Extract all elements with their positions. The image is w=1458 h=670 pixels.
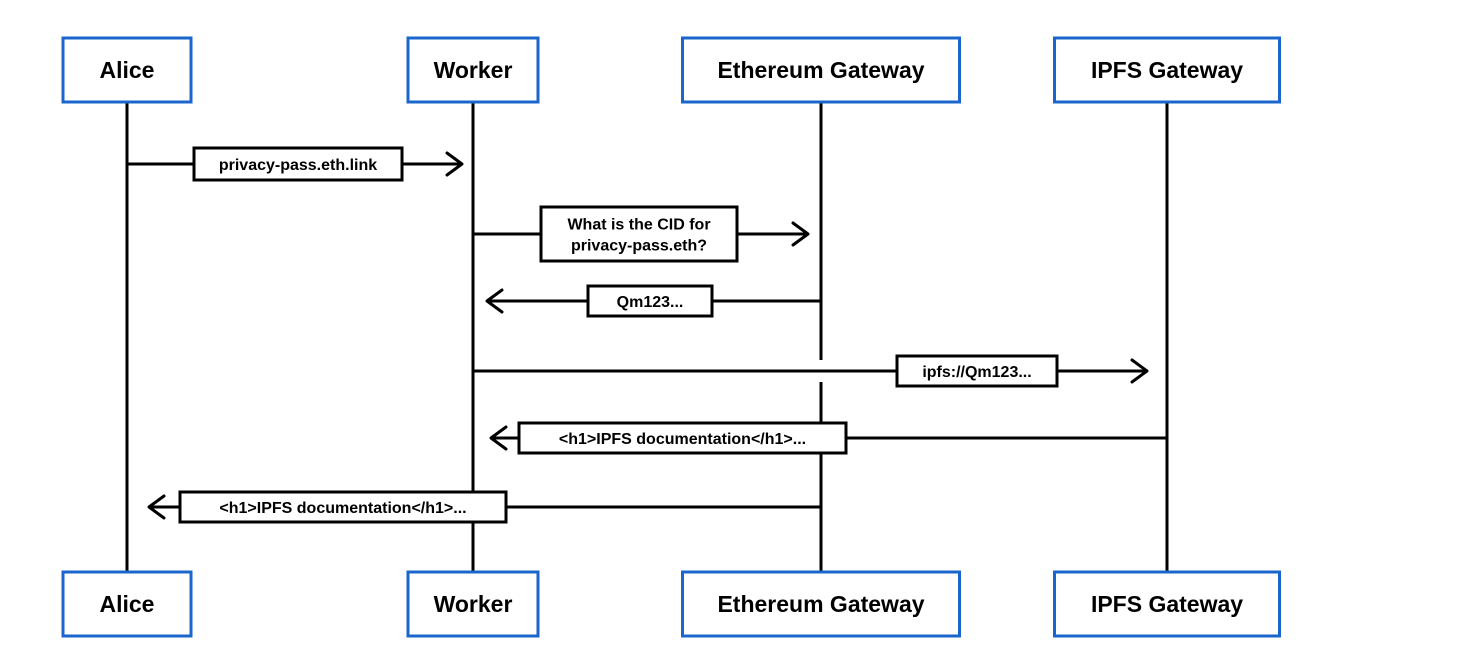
arrowhead xyxy=(489,425,508,451)
actor-box xyxy=(681,36,961,104)
message-label-box xyxy=(192,146,404,182)
actor-label: IPFS Gateway xyxy=(1091,57,1243,83)
arrowhead xyxy=(147,494,166,520)
actor-bottom-1: Alice xyxy=(61,570,193,638)
actor-box xyxy=(61,36,193,104)
actor-box xyxy=(406,36,540,104)
message-label: <h1>IPFS documentation</h1>... xyxy=(219,500,466,517)
actor-box xyxy=(406,570,540,638)
message-5: <h1>IPFS documentation</h1>... xyxy=(489,421,1167,455)
message-label-box xyxy=(539,205,739,263)
message-label: ipfs://Qm123... xyxy=(922,364,1031,381)
message-2: What is the CID for privacy-pass.eth? xyxy=(473,205,810,263)
actor-box xyxy=(1053,36,1281,104)
message-4: ipfs://Qm123... xyxy=(473,354,1149,388)
message-label: What is the CID for xyxy=(567,217,710,234)
message-label: Qm123... xyxy=(617,294,684,311)
message-label: <h1>IPFS documentation</h1>... xyxy=(559,431,806,448)
actor-bottom-2: Worker xyxy=(406,570,540,638)
arrowhead xyxy=(485,288,504,314)
actor-bottom-4: IPFS Gateway xyxy=(1053,570,1281,638)
message-1: privacy-pass.eth.link xyxy=(127,146,464,182)
message-6: <h1>IPFS documentation</h1>... xyxy=(147,490,821,524)
arrowhead xyxy=(791,221,810,247)
actor-label: Worker xyxy=(434,57,513,83)
actor-label: Alice xyxy=(100,57,155,83)
message-label: privacy-pass.eth? xyxy=(571,238,707,255)
arrowhead xyxy=(1130,358,1149,384)
message-label-box xyxy=(178,490,508,524)
actor-label: Worker xyxy=(434,591,513,617)
message-label-box xyxy=(517,421,848,455)
actor-box xyxy=(61,570,193,638)
actor-top-2: Worker xyxy=(406,36,540,104)
actor-box xyxy=(681,570,961,638)
actor-label: IPFS Gateway xyxy=(1091,591,1243,617)
arrowhead xyxy=(445,151,464,177)
actor-top-3: Ethereum Gateway xyxy=(681,36,961,104)
message-label: privacy-pass.eth.link xyxy=(219,157,377,174)
message-label-box xyxy=(895,354,1059,388)
message-label-box xyxy=(586,284,714,318)
actor-top-1: Alice xyxy=(61,36,193,104)
actor-top-4: IPFS Gateway xyxy=(1053,36,1281,104)
actor-box xyxy=(1053,570,1281,638)
actor-label: Ethereum Gateway xyxy=(717,57,924,83)
message-3: Qm123... xyxy=(485,284,821,318)
actor-label: Alice xyxy=(100,591,155,617)
actor-label: Ethereum Gateway xyxy=(717,591,924,617)
actor-bottom-3: Ethereum Gateway xyxy=(681,570,961,638)
